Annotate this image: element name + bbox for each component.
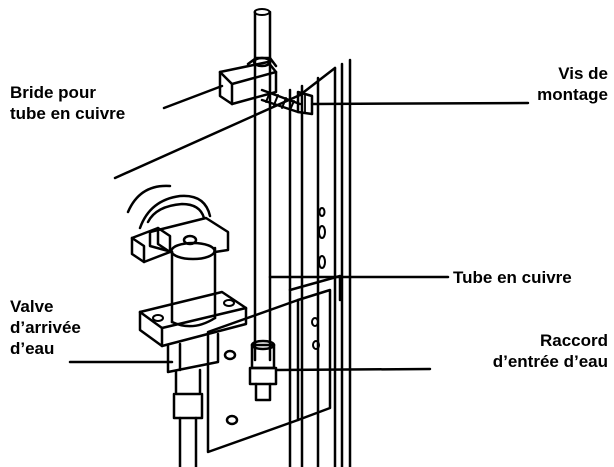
leader-raccord bbox=[274, 367, 432, 372]
label-vis-line2: montage bbox=[537, 85, 608, 104]
leader-lines bbox=[68, 84, 530, 372]
label-vis-line1: Vis de bbox=[558, 64, 608, 83]
label-valve-line3: d’eau bbox=[10, 339, 55, 358]
cabinet-panel-edge bbox=[113, 93, 302, 180]
label-raccord-line2: d’entrée d’eau bbox=[492, 352, 608, 371]
label-bride-pour-tube-en-cuivre: Bride pour tube en cuivre bbox=[10, 82, 125, 124]
tube-clamp bbox=[218, 56, 278, 106]
leader-vis bbox=[310, 101, 530, 106]
label-valve-line1: Valve bbox=[10, 297, 54, 316]
label-raccord-entree-eau: Raccord d’entrée d’eau bbox=[493, 330, 608, 372]
label-raccord-line1: Raccord bbox=[539, 331, 608, 350]
label-valve-line2: d’arrivée bbox=[10, 318, 81, 337]
label-valve-arrivee-eau: Valve d’arrivée d’eau bbox=[10, 296, 81, 359]
label-bride-line2: tube en cuivre bbox=[10, 104, 126, 123]
copper-tube bbox=[253, 8, 272, 362]
leader-bride bbox=[162, 84, 224, 110]
valve-bracket bbox=[206, 274, 342, 454]
label-tube-line1: Tube en cuivre bbox=[453, 268, 572, 287]
label-tube-en-cuivre: Tube en cuivre bbox=[453, 267, 572, 288]
mounting-screw bbox=[260, 88, 314, 116]
inlet-fitting bbox=[248, 339, 278, 402]
label-vis-de-montage: Vis de montage bbox=[537, 63, 608, 105]
label-bride-line1: Bride pour bbox=[10, 83, 96, 102]
water-valve bbox=[126, 184, 248, 467]
